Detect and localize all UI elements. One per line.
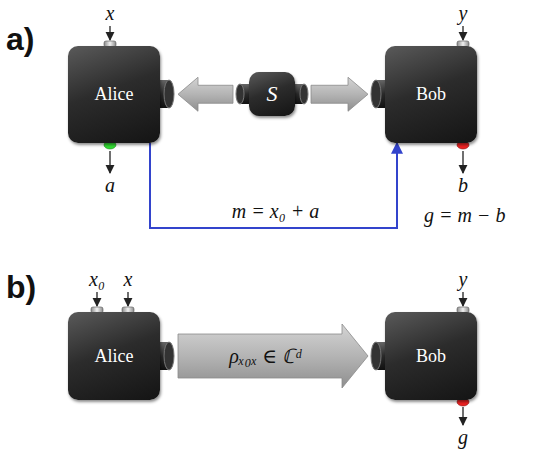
signal-label: x₀ — [89, 268, 105, 290]
signal-label: y — [459, 2, 468, 24]
classical-wire — [150, 143, 397, 228]
device-name: Alice — [95, 346, 134, 367]
device-box: Bob — [385, 312, 477, 400]
signal-label: x — [106, 2, 115, 24]
panel-label: b) — [6, 270, 36, 305]
transmission-arrow — [178, 77, 233, 111]
device-box: Alice — [68, 312, 160, 400]
device-box: Bob — [385, 46, 477, 143]
signal-label: x — [124, 268, 133, 290]
edge-label: ρₓ₀ₓ ∈ ℂᵈ — [229, 345, 301, 367]
signal-label: y — [459, 268, 468, 290]
signal-label: g = m − b — [424, 204, 505, 226]
device-name: S — [267, 81, 278, 107]
transmission-arrow — [178, 324, 368, 388]
device-name: Bob — [416, 346, 446, 367]
transmission-arrow — [311, 77, 368, 111]
signal-label: a — [105, 174, 115, 196]
signal-label: b — [458, 174, 468, 196]
device-lens — [158, 80, 387, 370]
signal-label: g — [458, 426, 468, 448]
panel-label: a) — [6, 22, 34, 57]
device-name: Bob — [416, 84, 446, 105]
edge-label: m = x₀ + a — [230, 200, 321, 222]
source-box: S — [249, 72, 295, 116]
device-name: Alice — [95, 84, 134, 105]
device-box: Alice — [68, 46, 160, 143]
